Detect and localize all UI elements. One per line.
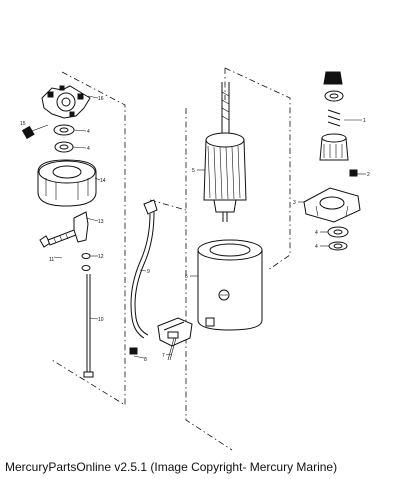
callout-leader-lines	[53, 95, 366, 359]
cable-part	[130, 199, 158, 339]
callout-12: 12	[98, 254, 104, 260]
callout-4d: 4	[315, 244, 318, 250]
left-washers-part	[53, 124, 75, 153]
callout-2: 2	[367, 172, 370, 178]
callout-numbers: 16 15 4 4 14 13 11 12 10 9 5 6 7 8 1 2 3…	[20, 96, 370, 363]
callout-8: 8	[144, 357, 147, 363]
callout-7: 7	[162, 353, 165, 359]
through-bolt-part	[83, 274, 94, 378]
callout-11: 11	[49, 257, 54, 263]
drive-end-cap-part	[303, 187, 361, 223]
bolt-part	[39, 229, 77, 248]
armature-part	[203, 82, 247, 222]
callout-4c: 4	[315, 230, 318, 236]
callout-14: 14	[100, 178, 106, 184]
callout-4a: 4	[87, 129, 90, 135]
right-washers-part	[327, 226, 349, 251]
brush-holder-part	[157, 317, 193, 361]
end-cap-part	[37, 159, 97, 207]
callout-16: 16	[98, 96, 104, 102]
callout-4b: 4	[87, 146, 90, 152]
assembly-guide-lines	[51, 67, 291, 451]
callout-9: 9	[147, 269, 150, 275]
callout-13: 13	[98, 219, 104, 225]
small-washers-part	[81, 253, 91, 271]
callout-6: 6	[185, 274, 188, 280]
drive-assembly-part	[319, 71, 349, 161]
nut-part	[129, 347, 138, 355]
nut-part-2	[349, 169, 358, 177]
callout-1: 1	[363, 118, 366, 124]
frame-housing-part	[197, 239, 263, 331]
callout-3: 3	[293, 200, 296, 206]
copyright-caption: MercuryPartsOnline v2.5.1 (Image Copyrig…	[5, 460, 338, 474]
screw-part-15	[21, 124, 49, 140]
callout-10: 10	[98, 317, 104, 323]
terminal-boot-part	[73, 211, 89, 243]
callout-15: 15	[20, 121, 26, 127]
brush-plate-part	[41, 85, 91, 119]
callout-5: 5	[192, 168, 195, 174]
starter-motor-exploded-diagram: 16 15 4 4 14 13 11 12 10 9 5 6 7 8 1 2 3…	[20, 67, 370, 451]
